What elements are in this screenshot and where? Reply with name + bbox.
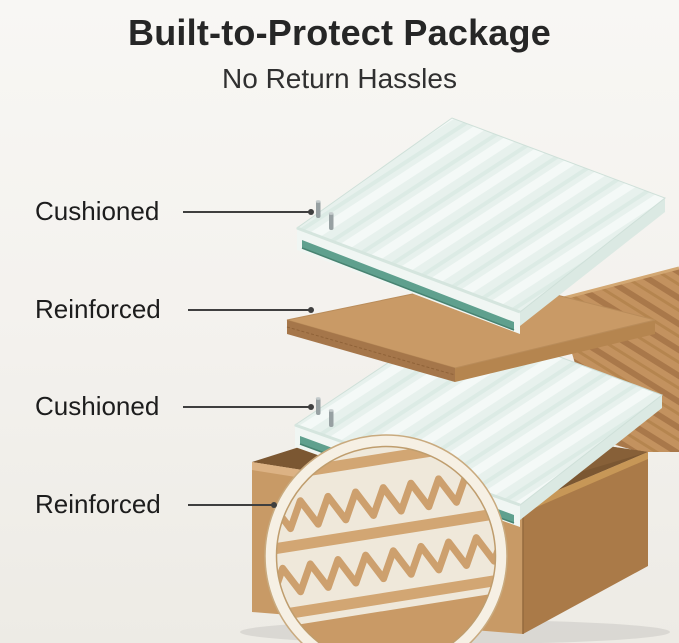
callout-dot: [308, 307, 314, 313]
hardware-pins: [315, 397, 334, 427]
magnifier-ring: [265, 435, 507, 643]
foam-cushion-layer-top: [295, 117, 667, 334]
page-title: Built-to-Protect Package: [128, 12, 551, 53]
corrugated-detail-magnifier: [264, 434, 508, 643]
callout-dot: [308, 209, 314, 215]
cardboard-reinforcement-sheet: [286, 277, 656, 382]
header: Built-to-Protect Package No Return Hassl…: [0, 0, 679, 95]
callout-line: [183, 211, 310, 213]
callout-label: Reinforced: [35, 488, 161, 519]
glass-edge: [302, 240, 514, 330]
callout-label: Cushioned: [35, 195, 160, 226]
callout-dot: [271, 502, 277, 508]
callout-line: [188, 504, 272, 506]
callout-label: Reinforced: [35, 293, 161, 324]
callout-line: [188, 309, 310, 311]
callout-line: [183, 406, 310, 408]
foam-top-surface: [295, 117, 667, 313]
page-subtitle: No Return Hassles: [222, 63, 457, 94]
callout-dot: [308, 404, 314, 410]
callout-label: Cushioned: [35, 390, 160, 421]
hardware-pins: [315, 200, 334, 230]
